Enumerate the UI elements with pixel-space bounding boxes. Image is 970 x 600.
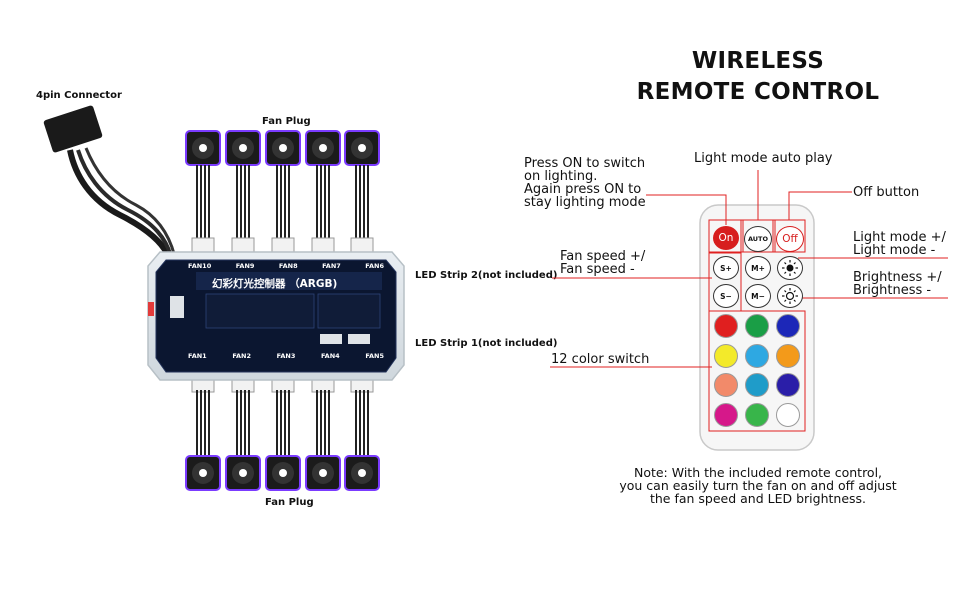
note: Note: With the included remote control, … bbox=[568, 466, 948, 505]
speed-down-button[interactable]: S− bbox=[713, 284, 739, 308]
sun-outline-icon bbox=[782, 288, 798, 304]
brightness-line-1: Brightness +/ bbox=[853, 270, 942, 285]
press-on-callout: Press ON to switch on lighting. Again pr… bbox=[524, 157, 646, 209]
led-strip-1-label: LED Strip 1(not included) bbox=[415, 338, 558, 349]
light-mode-line-2: Light mode - bbox=[853, 243, 936, 258]
note-line-3: the fan speed and LED brightness. bbox=[649, 491, 867, 506]
off-button[interactable]: Off bbox=[776, 226, 804, 252]
port-label: FAN6 bbox=[365, 262, 384, 270]
bottom-fans bbox=[185, 377, 380, 491]
color-button[interactable] bbox=[745, 343, 769, 368]
color-button[interactable] bbox=[714, 314, 738, 338]
controller-title: 幻彩灯光控制器 （ARGB) bbox=[212, 278, 338, 290]
controller-top-ports: FAN10 FAN9 FAN8 FAN7 FAN6 bbox=[188, 262, 384, 270]
color-button[interactable] bbox=[745, 373, 769, 397]
sun-filled-icon bbox=[782, 260, 798, 276]
mode-up-button[interactable]: M+ bbox=[745, 256, 771, 280]
brightness-line-2: Brightness - bbox=[853, 283, 932, 298]
auto-play-callout: Light mode auto play bbox=[694, 151, 833, 166]
led-strip-2-label: LED Strip 2(not included) bbox=[415, 270, 558, 281]
mode-down-label: M− bbox=[751, 291, 765, 301]
connector-label: 4pin Connector bbox=[36, 90, 122, 101]
auto-button[interactable]: AUTO bbox=[744, 226, 772, 252]
title-line-2: REMOTE CONTROL bbox=[636, 79, 880, 105]
speed-up-label: S+ bbox=[720, 263, 732, 273]
fan-speed-line-2: Fan speed - bbox=[560, 262, 635, 277]
color-button[interactable] bbox=[714, 373, 738, 397]
port-label: FAN2 bbox=[232, 352, 252, 360]
four-pin-connector bbox=[43, 105, 178, 263]
color-button[interactable] bbox=[776, 402, 800, 427]
fan-plug-bottom-label: Fan Plug bbox=[265, 497, 314, 508]
press-on-line-3: Again press ON to bbox=[524, 182, 642, 197]
fan-speed-line-1: Fan speed +/ bbox=[560, 249, 646, 264]
brightness-callout: Brightness +/ Brightness - bbox=[853, 271, 942, 297]
off-button-label: Off bbox=[782, 233, 798, 245]
press-on-line-4: stay lighting mode bbox=[524, 195, 646, 210]
color-button[interactable] bbox=[714, 402, 738, 427]
port-label: FAN9 bbox=[235, 262, 255, 270]
light-mode-line-1: Light mode +/ bbox=[853, 230, 946, 245]
brightness-down-button[interactable] bbox=[777, 284, 803, 308]
speed-up-button[interactable]: S+ bbox=[713, 256, 739, 280]
fan-speed-callout: Fan speed +/ Fan speed - bbox=[560, 250, 645, 276]
callout-lines bbox=[550, 170, 948, 368]
controller-hub bbox=[147, 251, 405, 381]
light-mode-callout: Light mode +/ Light mode - bbox=[853, 231, 946, 257]
off-button-callout: Off button bbox=[853, 185, 920, 200]
mode-up-label: M+ bbox=[751, 263, 765, 273]
on-button[interactable]: On bbox=[713, 226, 739, 250]
port-label: FAN10 bbox=[188, 262, 212, 270]
port-label: FAN8 bbox=[278, 262, 298, 270]
on-button-label: On bbox=[718, 232, 734, 244]
color-button[interactable] bbox=[776, 373, 800, 397]
title-line-1: WIRELESS bbox=[691, 48, 825, 74]
press-on-line-1: Press ON to switch bbox=[524, 156, 646, 171]
hub-illustration bbox=[43, 105, 530, 491]
port-label: FAN3 bbox=[276, 352, 296, 360]
port-label: FAN1 bbox=[188, 352, 207, 360]
auto-button-label: AUTO bbox=[747, 235, 769, 243]
color-button[interactable] bbox=[714, 343, 738, 368]
note-line-1: Note: With the included remote control, bbox=[633, 465, 883, 480]
color-switch-callout: 12 color switch bbox=[551, 352, 650, 367]
top-fans bbox=[185, 130, 380, 253]
color-button[interactable] bbox=[745, 314, 769, 338]
color-button[interactable] bbox=[776, 314, 800, 338]
color-button[interactable] bbox=[776, 343, 800, 368]
controller-bottom-ports: FAN1 FAN2 FAN3 FAN4 FAN5 bbox=[188, 352, 384, 360]
color-button[interactable] bbox=[745, 402, 769, 427]
mode-down-button[interactable]: M− bbox=[745, 284, 771, 308]
callout-boxes bbox=[708, 219, 806, 432]
port-label: FAN5 bbox=[365, 352, 384, 360]
port-label: FAN4 bbox=[320, 352, 340, 360]
note-line-2: you can easily turn the fan on and off a… bbox=[619, 478, 897, 493]
fan-plug-top-label: Fan Plug bbox=[262, 116, 311, 127]
brightness-up-button[interactable] bbox=[777, 256, 803, 280]
speed-down-label: S− bbox=[720, 291, 732, 301]
color-grid bbox=[711, 312, 803, 430]
port-label: FAN7 bbox=[322, 262, 341, 270]
press-on-line-2: on lighting. bbox=[524, 169, 598, 184]
